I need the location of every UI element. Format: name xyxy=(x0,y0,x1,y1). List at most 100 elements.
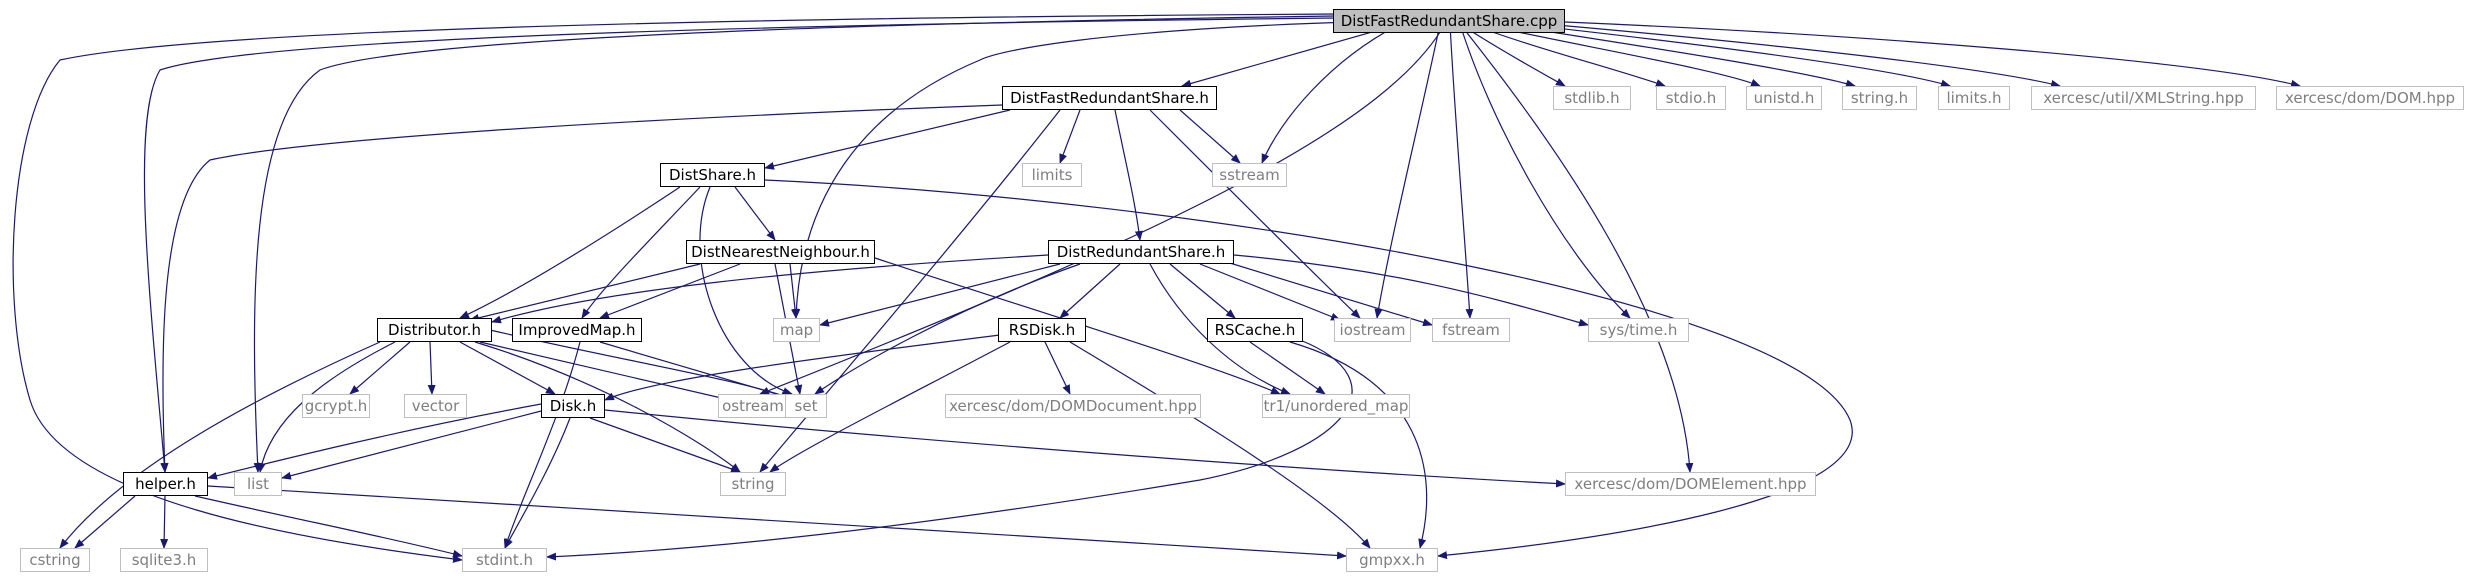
node-tr1-unordered-map[interactable]: tr1/unordered_map xyxy=(1262,394,1410,418)
node-gcrypt-h[interactable]: gcrypt.h xyxy=(302,394,370,418)
edge-dfrs_h-to-iostream xyxy=(1149,109,1361,319)
edge-dfrs_h-to-distshare xyxy=(764,109,1011,170)
node-limits-h[interactable]: limits.h xyxy=(1938,86,2010,110)
node-gmpxx-h[interactable]: gmpxx.h xyxy=(1346,548,1438,572)
edge-distributor-to-disk xyxy=(459,341,556,395)
node-ostream[interactable]: ostream xyxy=(718,394,788,418)
edge-root-to-iostream xyxy=(1374,23,1441,319)
edge-distributor-to-gcrypt xyxy=(349,341,411,395)
edge-root-to-systime xyxy=(1459,23,1631,319)
node-cstring[interactable]: cstring xyxy=(20,548,90,572)
edge-helper-to-cstring xyxy=(74,495,136,549)
edge-rscache-to-stdint xyxy=(546,339,1353,561)
edge-dfrs_h-to-sstream xyxy=(1179,109,1241,164)
node-stdlib-h[interactable]: stdlib.h xyxy=(1553,86,1631,110)
edge-root-to-fstream xyxy=(1449,23,1474,319)
node-iostream[interactable]: iostream xyxy=(1334,318,1411,342)
edge-dnn-to-distributor xyxy=(469,263,701,322)
edge-drs-to-map xyxy=(819,263,1061,327)
node-domdocument-hpp[interactable]: xercesc/dom/DOMDocument.hpp xyxy=(945,394,1201,418)
edge-root-to-sstream xyxy=(1261,23,1401,164)
node-distributor-h[interactable]: Distributor.h xyxy=(377,318,492,342)
edge-dfrs_h-to-helper xyxy=(160,104,1003,473)
node-dom-hpp[interactable]: xercesc/dom/DOM.hpp xyxy=(2276,86,2464,110)
edge-drs-to-systime xyxy=(1233,254,1589,327)
edge-drs-to-set xyxy=(814,263,1081,395)
edge-distshare-to-distributor xyxy=(459,186,681,319)
node-fstream[interactable]: fstream xyxy=(1432,318,1510,342)
edge-improvedmap-to-stdint xyxy=(503,341,581,549)
node-vector[interactable]: vector xyxy=(404,394,467,418)
edge-root-to-limits_h xyxy=(1519,23,1951,88)
edge-distributor-to-string xyxy=(474,341,741,473)
edge-distshare-to-set xyxy=(699,186,793,395)
edge-rsdisk-to-gmpxx xyxy=(1069,341,1371,549)
edge-dfrs_h-to-string xyxy=(759,109,1061,473)
edge-root-to-unistd xyxy=(1479,23,1761,87)
edge-root-to-dom xyxy=(1564,21,2301,88)
edge-root-to-string_h xyxy=(1499,23,1856,88)
node-distshare-h[interactable]: DistShare.h xyxy=(660,163,765,187)
edge-distshare-to-dnn xyxy=(734,186,776,241)
edge-drs-to-rsdisk xyxy=(1059,263,1121,319)
node-xmlstring-hpp[interactable]: xercesc/util/XMLString.hpp xyxy=(2031,86,2256,110)
edge-distshare-to-improvedmap xyxy=(581,186,701,319)
node-distfastredundantshare-cpp[interactable]: DistFastRedundantShare.cpp xyxy=(1333,9,1565,33)
edge-root-to-list xyxy=(253,15,1336,473)
edge-rscache-to-gmpxx xyxy=(1289,341,1428,549)
node-sstream[interactable]: sstream xyxy=(1212,163,1287,187)
edge-root-to-stdint xyxy=(12,13,1336,563)
edge-root-to-xmlstring xyxy=(1544,23,2061,88)
node-sqlite3-h[interactable]: sqlite3.h xyxy=(120,548,208,572)
edge-rsdisk-to-string xyxy=(769,341,1011,473)
edge-root-to-dfrs_h xyxy=(1181,23,1401,88)
node-unistd-h[interactable]: unistd.h xyxy=(1746,86,1822,110)
edge-helper-to-gmpxx xyxy=(207,485,1347,560)
edge-root-to-map xyxy=(792,21,1351,319)
edge-drs-to-distributor xyxy=(491,254,1049,324)
edge-dnn-to-improvedmap xyxy=(599,263,741,319)
edge-helper-to-stdint xyxy=(194,495,463,558)
node-stdint-h[interactable]: stdint.h xyxy=(462,548,547,572)
node-set[interactable]: set xyxy=(785,394,827,418)
edge-disk-to-stdint xyxy=(504,417,571,549)
edge-distributor-to-ostream xyxy=(479,341,731,402)
node-helper-h[interactable]: helper.h xyxy=(123,472,208,496)
edge-disk-to-domelement xyxy=(604,409,1566,488)
edge-distshare-to-gmpxx xyxy=(764,179,1853,560)
edge-root-to-stdlib xyxy=(1459,23,1566,87)
edge-disk-to-helper xyxy=(207,403,542,480)
edge-helper-to-sqlite3 xyxy=(160,495,169,549)
node-distfastredundantshare-h[interactable]: DistFastRedundantShare.h xyxy=(1002,86,1217,110)
node-list[interactable]: list xyxy=(234,472,282,496)
edge-drs-to-fstream xyxy=(1219,259,1433,327)
node-sys-time-h[interactable]: sys/time.h xyxy=(1588,318,1689,342)
node-stdio-h[interactable]: stdio.h xyxy=(1656,86,1726,110)
edge-root-to-stdio xyxy=(1469,23,1666,87)
edge-root-to-domelement xyxy=(1459,23,1694,473)
node-limits[interactable]: limits xyxy=(1022,163,1082,187)
edge-distributor-to-vector xyxy=(427,341,436,395)
node-string[interactable]: string xyxy=(720,472,786,496)
node-disk-h[interactable]: Disk.h xyxy=(541,394,605,418)
edge-drs-to-iostream xyxy=(1199,263,1341,321)
node-map[interactable]: map xyxy=(773,318,820,342)
edge-disk-to-list xyxy=(281,409,546,480)
edge-distributor-to-cstring xyxy=(59,341,381,549)
node-rsdisk-h[interactable]: RSDisk.h xyxy=(998,318,1086,342)
node-rscache-h[interactable]: RSCache.h xyxy=(1207,318,1303,342)
node-distnearestneighbour-h[interactable]: DistNearestNeighbour.h xyxy=(686,240,875,264)
edge-rscache-to-unordered_map xyxy=(1249,341,1326,395)
node-improvedmap-h[interactable]: ImprovedMap.h xyxy=(512,318,642,342)
edge-rsdisk-to-domdocument xyxy=(1044,341,1071,395)
edge-drs-to-rscache xyxy=(1169,263,1236,319)
edge-dnn-to-unordered_map xyxy=(874,257,1281,395)
edge-root-to-helper xyxy=(143,17,1336,473)
node-string-h[interactable]: string.h xyxy=(1842,86,1917,110)
edge-dfrs_h-to-limits xyxy=(1059,109,1081,164)
node-domelement-hpp[interactable]: xercesc/dom/DOMElement.hpp xyxy=(1565,472,1816,496)
node-distredundantshare-h[interactable]: DistRedundantShare.h xyxy=(1048,240,1234,264)
edge-rsdisk-to-disk xyxy=(604,334,1001,401)
edge-disk-to-string xyxy=(589,417,741,473)
